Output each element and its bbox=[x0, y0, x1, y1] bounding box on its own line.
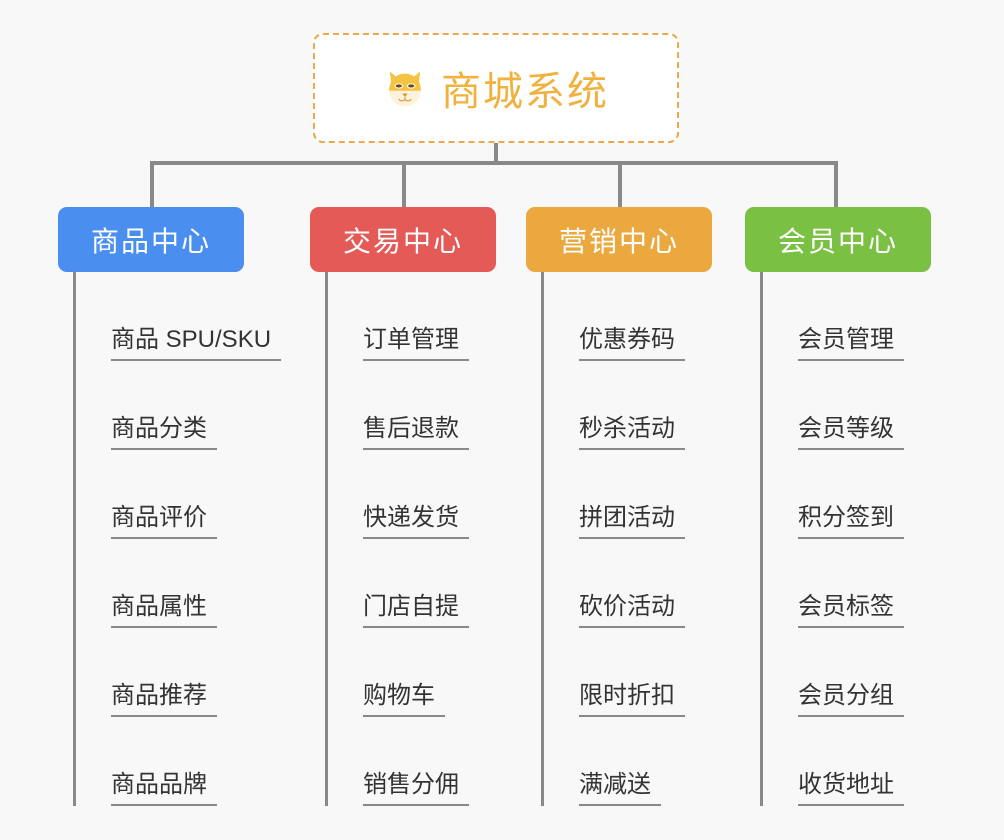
connector-drop-3 bbox=[618, 161, 622, 207]
list-item[interactable]: 秒杀活动 bbox=[544, 361, 712, 450]
list-item[interactable]: 砍价活动 bbox=[544, 539, 712, 628]
list-item[interactable]: 优惠券码 bbox=[544, 272, 712, 361]
list-item-label: 会员分组 bbox=[798, 681, 904, 717]
item-list-product-center: 商品 SPU/SKU 商品分类 商品评价 商品属性 商品推荐 商品品牌 bbox=[73, 272, 282, 806]
list-item[interactable]: 拼团活动 bbox=[544, 450, 712, 539]
connector-drop-2 bbox=[402, 161, 406, 207]
list-item[interactable]: 收货地址 bbox=[763, 717, 931, 806]
column-marketing-center: 营销中心 优惠券码 秒杀活动 拼团活动 砍价活动 限时折扣 满减送 bbox=[526, 207, 712, 806]
list-item-label: 商品 SPU/SKU bbox=[111, 325, 282, 361]
category-header-member-center[interactable]: 会员中心 bbox=[745, 207, 931, 272]
category-header-label: 商品中心 bbox=[90, 225, 211, 257]
list-item-label: 订单管理 bbox=[363, 325, 469, 361]
list-item[interactable]: 门店自提 bbox=[328, 539, 496, 628]
list-item-label: 商品品牌 bbox=[111, 770, 217, 806]
item-list-marketing-center: 优惠券码 秒杀活动 拼团活动 砍价活动 限时折扣 满减送 bbox=[541, 272, 712, 806]
list-item-label: 商品推荐 bbox=[111, 681, 217, 717]
list-item-label: 购物车 bbox=[363, 681, 445, 717]
list-item[interactable]: 商品推荐 bbox=[76, 628, 244, 717]
shiba-dog-face-icon bbox=[383, 66, 427, 110]
list-item-label: 优惠券码 bbox=[579, 325, 685, 361]
list-item-label: 商品评价 bbox=[111, 503, 217, 539]
list-item-label: 限时折扣 bbox=[579, 681, 685, 717]
category-header-label: 营销中心 bbox=[558, 225, 679, 257]
connector-root-stem bbox=[494, 143, 498, 165]
list-item[interactable]: 购物车 bbox=[328, 628, 496, 717]
list-item-label: 砍价活动 bbox=[579, 592, 685, 628]
root-node-title: 商城系统 bbox=[441, 70, 609, 114]
column-product-center: 商品中心 商品 SPU/SKU 商品分类 商品评价 商品属性 商品推荐 商品品牌 bbox=[58, 207, 282, 806]
list-item-label: 商品分类 bbox=[111, 414, 217, 450]
list-item[interactable]: 商品品牌 bbox=[76, 717, 244, 806]
item-list-member-center: 会员管理 会员等级 积分签到 会员标签 会员分组 收货地址 bbox=[760, 272, 931, 806]
connector-horizontal-bus bbox=[150, 161, 838, 165]
list-item[interactable]: 会员标签 bbox=[763, 539, 931, 628]
connector-drop-1 bbox=[150, 161, 154, 207]
list-item[interactable]: 商品属性 bbox=[76, 539, 244, 628]
list-item-label: 积分签到 bbox=[798, 503, 904, 539]
list-item-label: 快递发货 bbox=[363, 503, 469, 539]
list-item[interactable]: 订单管理 bbox=[328, 272, 496, 361]
list-item[interactable]: 销售分佣 bbox=[328, 717, 496, 806]
list-item-label: 收货地址 bbox=[798, 770, 904, 806]
list-item-label: 满减送 bbox=[579, 770, 661, 806]
list-item[interactable]: 商品评价 bbox=[76, 450, 244, 539]
list-item-label: 会员等级 bbox=[798, 414, 904, 450]
list-item-label: 商品属性 bbox=[111, 592, 217, 628]
list-item[interactable]: 售后退款 bbox=[328, 361, 496, 450]
list-item-label: 售后退款 bbox=[363, 414, 469, 450]
item-list-trade-center: 订单管理 售后退款 快递发货 门店自提 购物车 销售分佣 bbox=[325, 272, 496, 806]
category-header-trade-center[interactable]: 交易中心 bbox=[310, 207, 496, 272]
connector-drop-4 bbox=[834, 161, 838, 207]
list-item[interactable]: 限时折扣 bbox=[544, 628, 712, 717]
list-item-label: 会员标签 bbox=[798, 592, 904, 628]
column-member-center: 会员中心 会员管理 会员等级 积分签到 会员标签 会员分组 收货地址 bbox=[745, 207, 931, 806]
list-item[interactable]: 积分签到 bbox=[763, 450, 931, 539]
list-item-label: 秒杀活动 bbox=[579, 414, 685, 450]
list-item[interactable]: 会员管理 bbox=[763, 272, 931, 361]
list-item[interactable]: 会员分组 bbox=[763, 628, 931, 717]
list-item[interactable]: 满减送 bbox=[544, 717, 712, 806]
category-header-marketing-center[interactable]: 营销中心 bbox=[526, 207, 712, 272]
category-header-product-center[interactable]: 商品中心 bbox=[58, 207, 244, 272]
column-trade-center: 交易中心 订单管理 售后退款 快递发货 门店自提 购物车 销售分佣 bbox=[310, 207, 496, 806]
list-item[interactable]: 快递发货 bbox=[328, 450, 496, 539]
list-item-label: 销售分佣 bbox=[363, 770, 469, 806]
list-item-label: 拼团活动 bbox=[579, 503, 685, 539]
list-item-label: 会员管理 bbox=[798, 325, 904, 361]
list-item-label: 门店自提 bbox=[363, 592, 469, 628]
list-item[interactable]: 商品分类 bbox=[76, 361, 244, 450]
root-node-mall-system[interactable]: 商城系统 bbox=[313, 33, 679, 143]
list-item[interactable]: 商品 SPU/SKU bbox=[76, 272, 282, 361]
list-item[interactable]: 会员等级 bbox=[763, 361, 931, 450]
category-header-label: 会员中心 bbox=[777, 225, 898, 257]
category-header-label: 交易中心 bbox=[342, 225, 463, 257]
